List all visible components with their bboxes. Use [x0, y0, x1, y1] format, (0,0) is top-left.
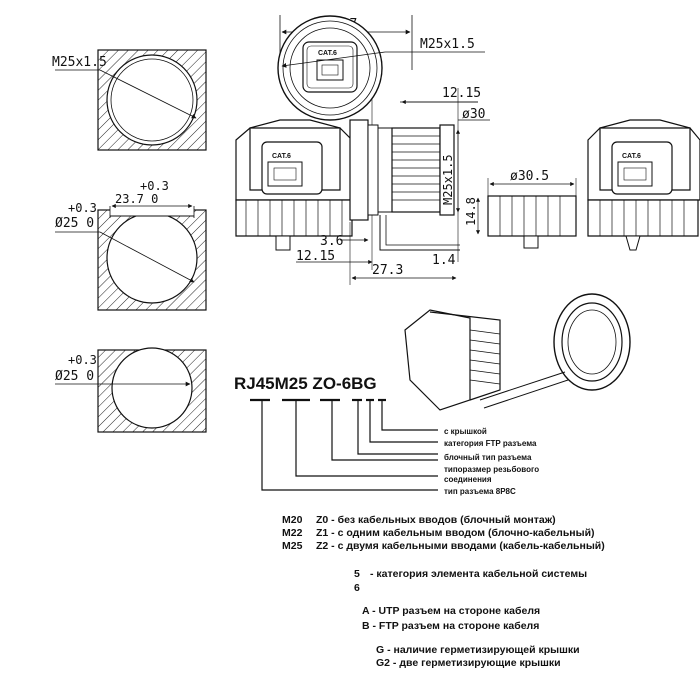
code-label-5: тип разъема 8P8C [444, 487, 516, 496]
code-label-1: категория FTP разъема [444, 439, 537, 448]
cutout-flat-tol-left: +0.3 [68, 201, 97, 215]
front-left-cat: CAT.6 [272, 153, 291, 160]
cap-14-8: 14.8 [464, 197, 478, 226]
cutout-round-tol: +0.3 [68, 353, 97, 367]
cutout-flat-tol-top: +0.3 [140, 179, 169, 193]
cutout-flat-dia: Ø25 0 [55, 216, 94, 231]
isometric-view [404, 293, 631, 411]
cutout-flat: +0.3 23.7 0 +0.3 Ø25 0 [55, 179, 207, 311]
code-label-3: типоразмер резьбового [444, 465, 539, 474]
side-27-3: 27.3 [372, 263, 403, 278]
side-12-15: 12.15 [296, 249, 335, 264]
legend-ftp-b: B - FTP разъем на стороне кабеля [362, 620, 540, 632]
top-view-thread: M25x1.5 [420, 37, 475, 52]
legend-ftp-a: A - UTP разъем на стороне кабеля [362, 605, 541, 617]
cutout-flat-width: 23.7 0 [115, 192, 158, 206]
side-phi30: ø30 [462, 107, 485, 122]
cap-phi30-5: ø30.5 [510, 169, 549, 184]
legend-size-m20: M20 [282, 514, 303, 526]
legend-input-z0: Z0 - без кабельных вводов (блочный монта… [316, 514, 556, 526]
cap-view: ø30.5 14.8 [464, 169, 577, 249]
legend-cat-5: 5 [354, 568, 360, 580]
cutout-thread-label: M25x1.5 [52, 55, 107, 70]
legend-size-m25: M25 [282, 540, 303, 552]
side-1-4: 1.4 [432, 253, 456, 268]
cutout-round: +0.3 Ø25 0 [55, 347, 207, 433]
cutout-thread: M25x1.5 [52, 49, 207, 151]
side-3-6: 3.6 [320, 234, 343, 249]
side-view: 12.15 ø30 M25x1.5 3.6 12.15 27.3 1.4 [296, 86, 490, 285]
cutout-round-dia: Ø25 0 [55, 369, 94, 384]
code-label-2: блочный тип разъема [444, 453, 532, 462]
top-view-cat: CAT.6 [318, 50, 337, 57]
front-view-left: CAT.6 [235, 119, 353, 251]
legend-category: - категория элемента кабельной системы [370, 568, 588, 580]
legend-size-m22: M22 [282, 527, 303, 539]
order-code: RJ45M25 ZO-6BG с крышкой категория FTP р… [234, 374, 539, 496]
legend-cap-g: G - наличие герметизирующей крышки [376, 644, 580, 656]
side-top-dim: 12.15 [442, 86, 481, 101]
side-thread: M25x1.5 [441, 154, 455, 205]
code-label-0: с крышкой [444, 427, 487, 436]
top-view: 23.7 CAT.6 M25x1.5 [277, 15, 485, 121]
front-right-cat: CAT.6 [622, 153, 641, 160]
legend-cat-6: 6 [354, 582, 360, 594]
legend-input-z1: Z1 - с одним кабельным вводом (блочно-ка… [316, 527, 595, 539]
legend-input-z2: Z2 - с двумя кабельными вводами (кабель-… [316, 540, 605, 552]
order-code-text: RJ45M25 ZO-6BG [234, 374, 377, 393]
front-view-right: CAT.6 [587, 119, 700, 251]
code-label-4: соединения [444, 475, 492, 484]
legend-cap-g2: G2 - две герметизирующие крышки [376, 657, 561, 669]
